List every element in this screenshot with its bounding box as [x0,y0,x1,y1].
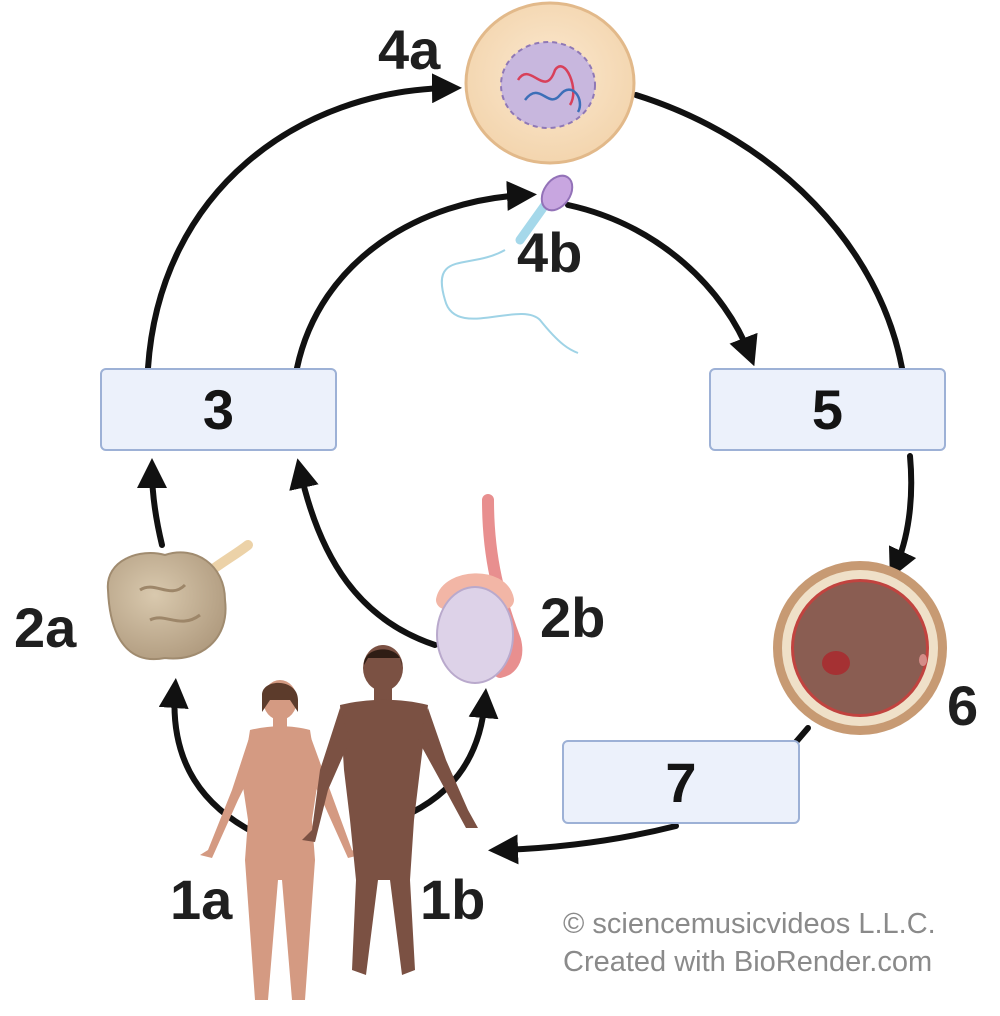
step-box-3-label: 3 [202,378,235,441]
label-1b: 1b [420,868,486,931]
arrow-2b-to-3 [289,458,438,648]
step-box-7-label: 7 [665,750,697,814]
credits-created-with: Created with BioRender.com [563,946,933,978]
testis-icon [436,494,523,684]
label-2a: 2a [14,596,77,659]
ovary-icon [106,540,253,661]
step-box-5: 5 [709,368,946,451]
label-2b: 2b [540,586,606,649]
human-female-icon [200,680,360,1000]
zygote-icon [773,561,947,735]
step-box-5-label: 5 [811,378,844,441]
label-4b: 4b [517,221,583,284]
label-6: 6 [947,674,979,737]
arrow-2a-to-3 [137,458,168,548]
step-box-7: 7 [562,740,800,824]
sperm-cell-icon [440,174,579,354]
arrow-5-to-6 [888,453,917,579]
arrow-4b-to-5 [565,202,758,367]
arrow-6-to-7 [793,725,811,745]
credits: © sciencemusicvideos L.L.C. Created with… [563,905,936,981]
cycle-arrows [137,73,917,865]
egg-cell-icon [464,1,636,165]
label-4a: 4a [378,18,441,81]
step-box-3: 3 [100,368,337,451]
label-1a: 1a [170,868,233,931]
human-male-icon [302,645,478,975]
credits-copyright: © sciencemusicvideos L.L.C. [563,908,936,940]
arrow-1a-to-2a [158,678,273,843]
arrow-4a-to-5 [633,92,905,371]
arrow-3-to-4a [145,73,462,371]
arrow-7-to-1b [488,823,679,865]
arrow-3-to-4b [294,180,537,371]
